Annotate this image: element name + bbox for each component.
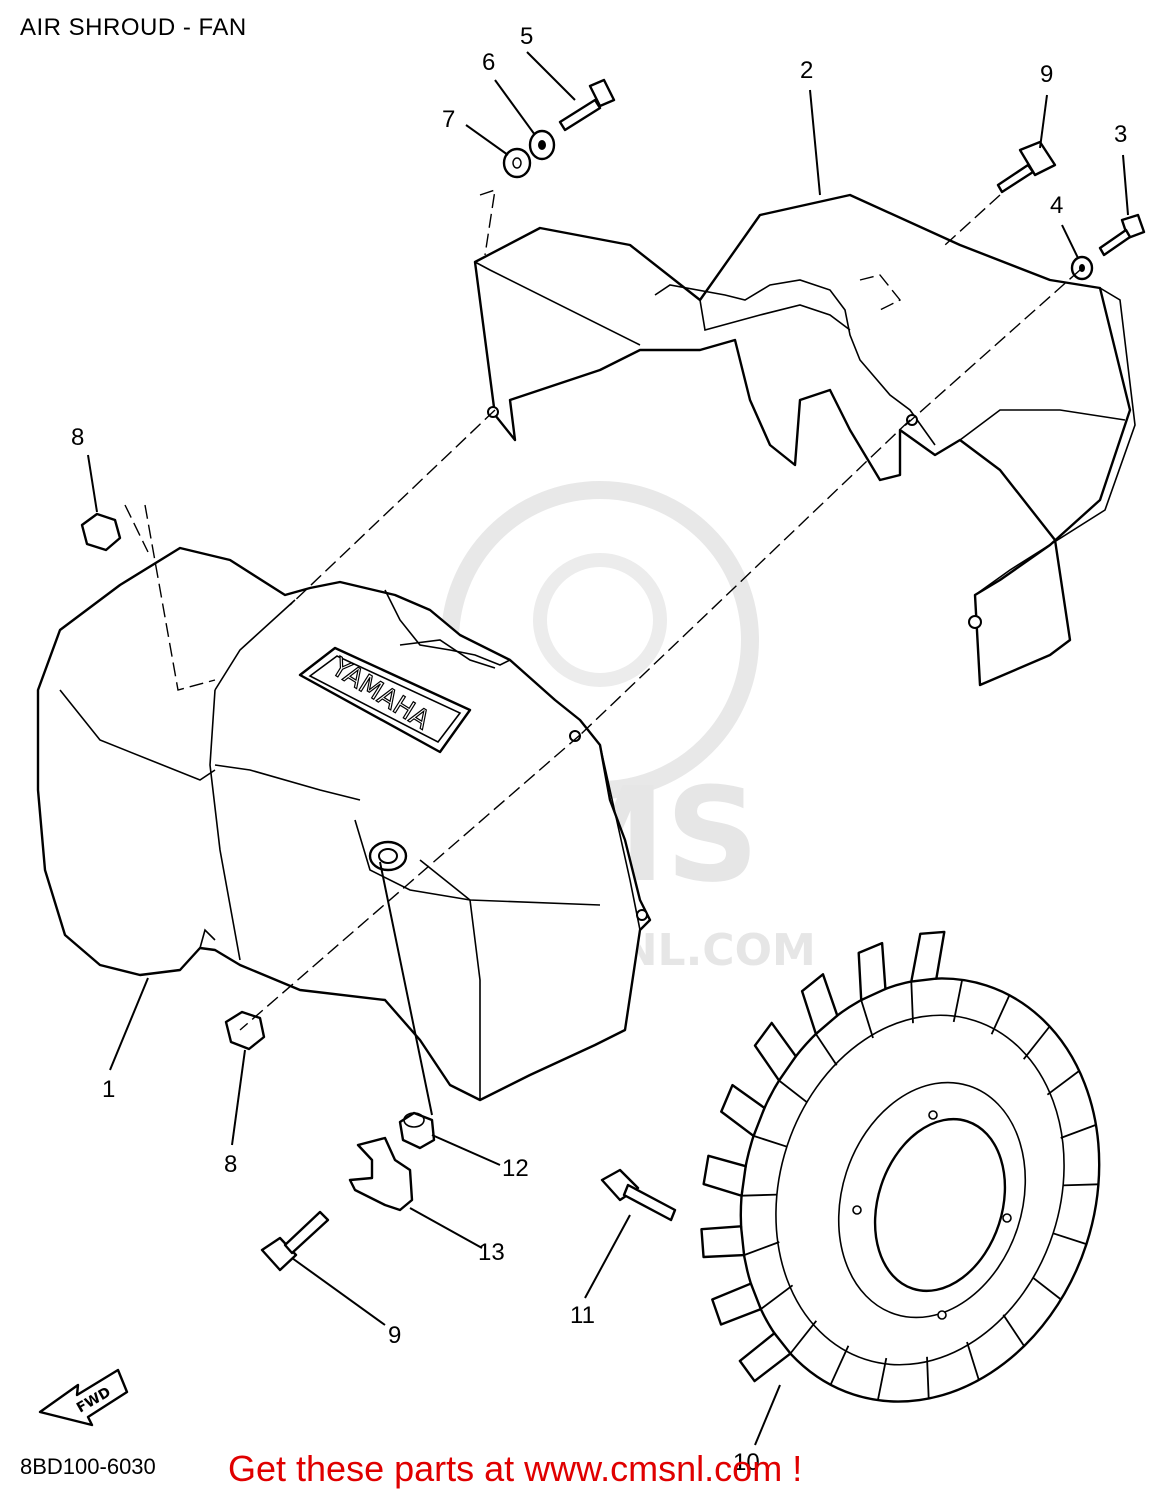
fan-rib — [952, 979, 963, 1023]
washer-4 — [1070, 255, 1094, 281]
callout-6: 6 — [482, 49, 495, 76]
fan-rib — [1002, 1314, 1025, 1347]
callout-9-lower: 9 — [388, 1322, 401, 1349]
fan-blade — [857, 941, 887, 1002]
fan-rib — [1060, 1124, 1097, 1139]
fan-blade — [738, 1332, 792, 1383]
diagram-code: 8BD100-6030 — [20, 1454, 156, 1479]
cooling-fan — [700, 930, 1101, 1403]
washer-7 — [502, 147, 532, 179]
upper-air-shroud — [473, 188, 1136, 687]
fan-blade — [800, 973, 839, 1036]
callout-2: 2 — [800, 57, 813, 84]
bolt-11 — [600, 1168, 677, 1222]
fan-rib — [860, 999, 874, 1039]
fan-rib — [778, 1079, 808, 1104]
fan-blade — [711, 1282, 762, 1326]
fan-blade — [700, 1225, 746, 1259]
callout-9-upper: 9 — [1040, 61, 1053, 88]
fan-rib — [760, 1284, 794, 1310]
promo-link-text[interactable]: Get these parts at www.cmsnl.com ! — [228, 1448, 803, 1489]
bolt-5 — [558, 78, 616, 132]
lower-air-shroud: YAMAHA — [36, 546, 652, 1102]
callout-8-upper: 8 — [71, 424, 84, 451]
collar-12 — [398, 1111, 436, 1150]
callout-labels: 5 6 7 2 9 3 4 8 1 8 12 13 9 11 10 — [71, 23, 1127, 1476]
fan-rib — [1022, 1025, 1051, 1060]
fan-rib — [966, 1341, 980, 1381]
clip-13 — [348, 1136, 414, 1212]
callout-12: 12 — [502, 1155, 529, 1182]
screw-3 — [1098, 213, 1146, 257]
fan-rib — [910, 981, 914, 1024]
fan-rib — [789, 1320, 818, 1355]
fan-rib — [753, 1135, 788, 1148]
washer-6 — [528, 129, 556, 161]
fan-rib — [1046, 1070, 1080, 1096]
fan-blade — [720, 1083, 766, 1138]
fan-rib — [829, 1345, 850, 1386]
bolt-9-lower — [260, 1210, 330, 1272]
forward-direction-arrow: FWD — [38, 1368, 129, 1427]
callout-1: 1 — [102, 1076, 115, 1103]
nut-8-upper — [80, 512, 122, 552]
bolt-9-upper — [996, 140, 1057, 194]
callout-4: 4 — [1050, 192, 1063, 219]
fan-rib — [1052, 1232, 1087, 1245]
leader-lines — [87, 51, 1129, 1446]
fan-rib — [877, 1357, 888, 1401]
callout-7: 7 — [442, 106, 455, 133]
fan-rib — [1062, 1183, 1099, 1187]
fan-blade — [910, 930, 946, 983]
fan-rib — [743, 1241, 780, 1256]
fan-blade — [702, 1154, 747, 1197]
page-title: AIR SHROUD - FAN — [20, 14, 247, 41]
fan-blade — [753, 1021, 798, 1082]
fan-rib — [815, 1033, 838, 1066]
assembly-lines — [124, 194, 1081, 1031]
callout-3: 3 — [1114, 121, 1127, 148]
callout-5: 5 — [520, 23, 533, 50]
callout-13: 13 — [478, 1239, 505, 1266]
fan-rib — [741, 1193, 778, 1197]
callout-10: 10 — [733, 1449, 760, 1476]
nut-8-lower — [224, 1010, 266, 1051]
callout-8-lower: 8 — [224, 1151, 237, 1178]
fan-rib — [990, 994, 1011, 1035]
fan-rib — [926, 1356, 930, 1399]
callout-11: 11 — [570, 1302, 595, 1329]
fan-rib — [1032, 1276, 1062, 1301]
